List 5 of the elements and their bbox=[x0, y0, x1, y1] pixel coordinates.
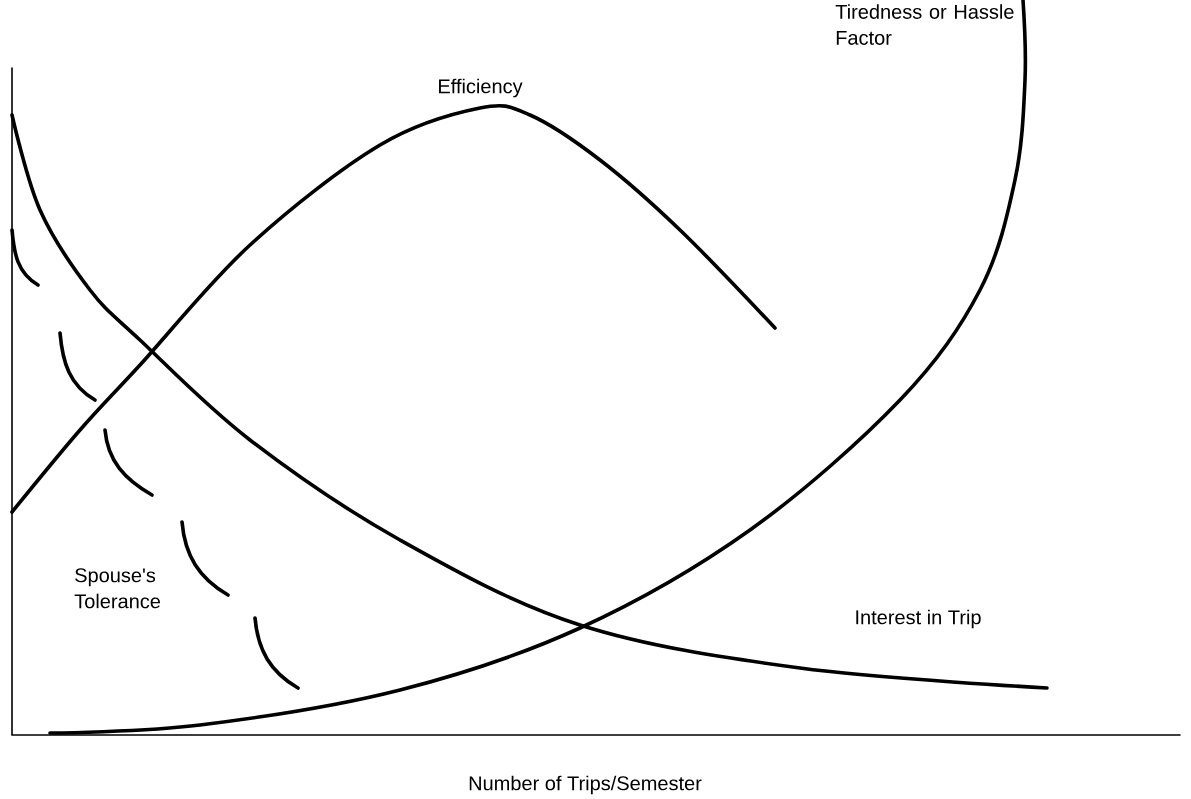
curve-label: Interest in Trip bbox=[856, 609, 981, 629]
curve-label: Efficiency bbox=[439, 78, 523, 98]
axis-label: Number of Trips/Semester bbox=[469, 775, 702, 795]
curve-label: Spouse's Tolerance bbox=[74, 568, 161, 609]
curve-label: Tiredness or Hassle Factor bbox=[835, 4, 1014, 45]
